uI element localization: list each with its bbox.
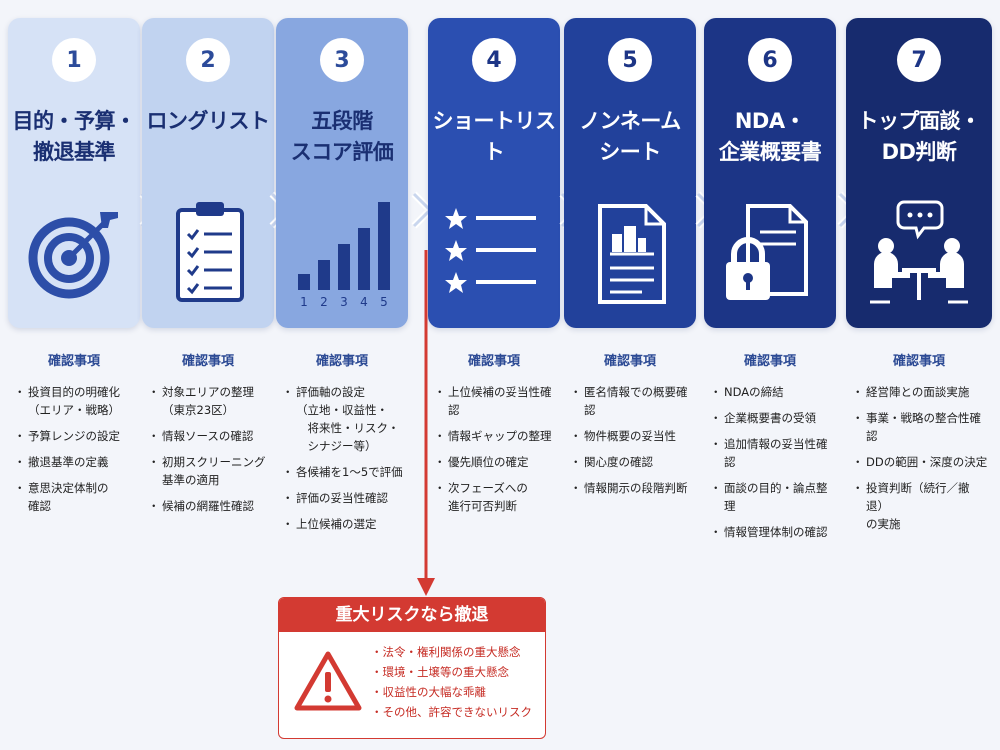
check-item: 撤退基準の定義 (14, 453, 140, 471)
step-title: ロングリスト (146, 109, 271, 133)
step-title: NDA・ 企業概要書 (718, 109, 822, 164)
step-4: 4 ショートリスト 確認事項 上位候補の妥当性確認 情報ギャップの整理 優先順位… (428, 18, 560, 523)
check-item: 次フェーズへの 進行可否判断 (434, 479, 560, 515)
check-item: 事業・戦略の整合性確認 (852, 409, 992, 445)
step-card: 4 ショートリスト (428, 18, 560, 328)
check-item: 物件概要の妥当性 (570, 427, 696, 445)
clipboard-checklist-icon (176, 202, 244, 302)
step-number: 3 (320, 38, 364, 82)
bar-chart-icon: 1 2 3 4 5 (298, 202, 390, 308)
check-item: 匿名情報での概要確認 (570, 383, 696, 419)
risk-item: その他、許容できないリスク (371, 702, 533, 722)
check-item: 意思決定体制の 確認 (14, 479, 140, 515)
check-item: 対象エリアの整理 （東京23区） (148, 383, 274, 419)
tick-label: 5 (380, 295, 388, 308)
meeting-icon (870, 200, 968, 304)
check-item: 候補の網羅性確認 (148, 497, 274, 515)
check-item: 優先順位の確定 (434, 453, 560, 471)
check-list: 評価軸の設定 （立地・収益性・ 将来性・リスク・ シナジー等） 各候補を1〜5で… (276, 383, 408, 533)
step-number: 7 (897, 38, 941, 82)
step-number: 2 (186, 38, 230, 82)
risk-list: 法令・権利関係の重大懸念 環境・土壌等の重大懸念 収益性の大幅な乖離 その他、許… (371, 642, 533, 722)
step-card: 6 NDA・ 企業概要書 (704, 18, 836, 328)
star-list-icon (445, 208, 536, 293)
check-item: 上位候補の妥当性確認 (434, 383, 560, 419)
check-list: 対象エリアの整理 （東京23区） 情報ソースの確認 初期スクリーニング 基準の適… (142, 383, 274, 515)
section-heading: 確認事項 (892, 354, 945, 369)
risk-title: 重大リスクなら撤退 (279, 598, 545, 632)
exit-arrow (417, 250, 435, 596)
check-item: 各候補を1〜5で評価 (282, 463, 408, 481)
step-1: 1 目的・予算・ 撤退基準 確認事項 投資目的の明確化 （エリア・戦略） 予算レ… (8, 18, 140, 523)
step-number: 1 (52, 38, 96, 82)
check-item: 評価の妥当性確認 (282, 489, 408, 507)
target-icon (28, 212, 118, 299)
section-heading: 確認事項 (743, 354, 796, 369)
step-number: 6 (748, 38, 792, 82)
check-list: 投資目的の明確化 （エリア・戦略） 予算レンジの設定 撤退基準の定義 意思決定体… (8, 383, 140, 515)
tick-label: 3 (340, 295, 348, 308)
check-item: 初期スクリーニング 基準の適用 (148, 453, 274, 489)
check-item: 情報ギャップの整理 (434, 427, 560, 445)
check-item: 投資目的の明確化 （エリア・戦略） (14, 383, 140, 419)
step-title: ショートリスト (432, 109, 557, 164)
warning-icon (294, 651, 362, 711)
step-number: 5 (608, 38, 652, 82)
check-item: 面談の目的・論点整理 (710, 479, 836, 515)
step-card: 3 五段階 スコア評価 1 2 3 4 5 (276, 18, 408, 328)
step-card: 1 目的・予算・ 撤退基準 (8, 18, 140, 328)
check-list: 匿名情報での概要確認 物件概要の妥当性 関心度の確認 情報開示の段階判断 (564, 383, 696, 497)
check-item: 企業概要書の受領 (710, 409, 836, 427)
risk-item: 法令・権利関係の重大懸念 (371, 642, 532, 662)
risk-item: 環境・土壌等の重大懸念 (371, 662, 532, 682)
check-item: 関心度の確認 (570, 453, 696, 471)
check-list: NDAの締結 企業概要書の受領 追加情報の妥当性確認 面談の目的・論点整理 情報… (704, 383, 836, 541)
check-item: DDの範囲・深度の決定 (852, 453, 992, 471)
section-heading: 確認事項 (315, 354, 368, 369)
process-flow: 1 目的・予算・ 撤退基準 確認事項 投資目的の明確化 （エリア・戦略） 予算レ… (0, 0, 1000, 560)
check-list: 経営陣との面談実施 事業・戦略の整合性確認 DDの範囲・深度の決定 投資判断（続… (846, 383, 992, 533)
step-title: ノンネーム シート (579, 109, 681, 164)
check-item: 経営陣との面談実施 (852, 383, 992, 401)
risk-item: 収益性の大幅な乖離 (371, 682, 532, 702)
document-lock-icon (726, 204, 808, 300)
step-title: 五段階 スコア評価 (290, 109, 394, 164)
check-item: 情報ソースの確認 (148, 427, 274, 445)
step-title: トップ面談・ DD判断 (857, 109, 982, 164)
step-7: 7 トップ面談・ DD判断 確認事項 経営陣との面談実施 事業・戦略の整合性確認 (846, 18, 992, 541)
section-heading: 確認事項 (603, 354, 656, 369)
step-2: 2 ロングリスト 確認事項 対象エリアの整理 （東京23区） 情報ソースの確認 … (142, 18, 274, 523)
step-title: 目的・予算・ 撤退基準 (12, 109, 137, 164)
check-item: 情報管理体制の確認 (710, 523, 836, 541)
step-3: 3 五段階 スコア評価 1 2 3 4 5 確認事項 評価軸の設定 （立地・収益… (276, 18, 408, 541)
section-heading: 確認事項 (47, 354, 100, 369)
check-list: 上位候補の妥当性確認 情報ギャップの整理 優先順位の確定 次フェーズへの 進行可… (428, 383, 560, 515)
tick-label: 2 (320, 295, 328, 308)
check-item: NDAの締結 (710, 383, 836, 401)
check-item: 投資判断（続行／撤退） の実施 (852, 479, 992, 533)
step-card: 7 トップ面談・ DD判断 (846, 18, 992, 328)
section-heading: 確認事項 (181, 354, 234, 369)
document-building-icon (598, 204, 666, 304)
risk-exit-box: 重大リスクなら撤退 法令・権利関係の重大懸念 環境・土壌等の重大懸念 収益性の大… (278, 597, 546, 739)
check-item: 上位候補の選定 (282, 515, 408, 533)
tick-label: 4 (360, 295, 368, 308)
section-heading: 確認事項 (467, 354, 520, 369)
check-item: 追加情報の妥当性確認 (710, 435, 836, 471)
check-item: 評価軸の設定 （立地・収益性・ 将来性・リスク・ シナジー等） (282, 383, 408, 455)
step-card: 5 ノンネーム シート (564, 18, 696, 328)
step-5: 5 ノンネーム シート 確認事項 匿名情報での概要確認 物件概要の妥当性 関心度… (564, 18, 696, 505)
tick-label: 1 (300, 295, 308, 308)
check-item: 予算レンジの設定 (14, 427, 140, 445)
check-item: 情報開示の段階判断 (570, 479, 696, 497)
step-card: 2 ロングリスト (142, 18, 274, 328)
step-number: 4 (472, 38, 516, 82)
step-6: 6 NDA・ 企業概要書 確認事項 NDAの締結 企業概要書の受領 追加情報の妥… (704, 18, 836, 549)
